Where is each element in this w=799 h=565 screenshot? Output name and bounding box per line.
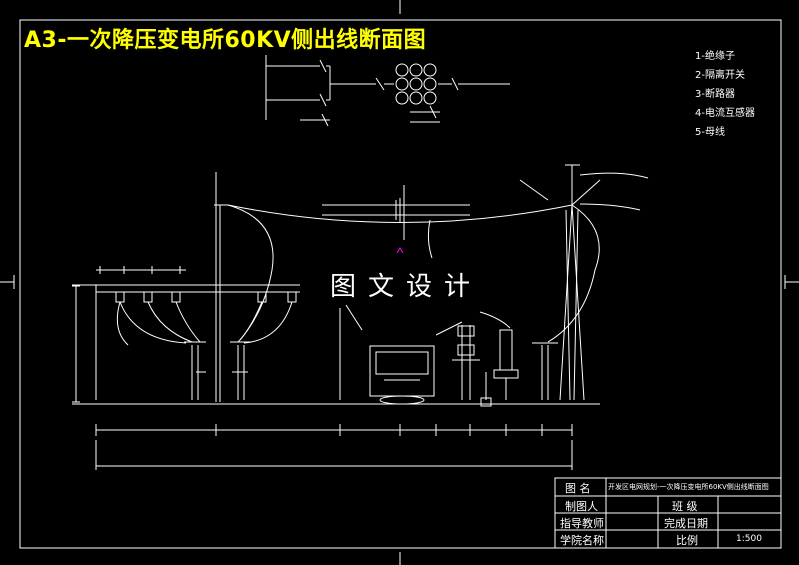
tb-r1-value: 开发区电网规划-一次降压变电所60KV侧出线断面图 [608,483,769,491]
single-line-schematic [265,55,510,127]
center-marker [396,247,404,254]
drawing-title: A3-一次降压变电所60KV侧出线断面图 [24,28,427,53]
left-gantry [72,172,300,402]
tb-r4-mid: 比例 [676,534,698,547]
drawing-frame [19,19,782,549]
legend-item: 3-断路器 [695,89,735,100]
tb-r4-value: 1:500 [736,534,762,544]
span-conductor [227,204,573,223]
legend-item: 4-电流互感器 [695,108,755,119]
legend-item: 2-隔离开关 [695,70,745,81]
equipment-area [339,304,558,407]
dimensions-left [72,266,186,403]
legend-item: 5-母线 [695,127,725,138]
tb-r2-label: 制图人 [565,500,598,513]
legend-item: 1-绝缘子 [695,51,735,62]
tb-r4-label: 学院名称 [560,534,604,547]
legend: 1-绝缘子 2-隔离开关 3-断路器 4-电流互感器 5-母线 [695,47,755,142]
dimensions-bottom [95,424,573,470]
tb-r3-mid: 完成日期 [664,517,708,530]
tb-r2-mid: 班 级 [672,500,698,513]
watermark: 图文设计 [330,272,483,302]
title-block [554,477,782,549]
tb-r3-label: 指导教师 [560,517,604,530]
right-lattice-tower [519,164,649,401]
tb-r1-label: 图 名 [565,482,591,495]
